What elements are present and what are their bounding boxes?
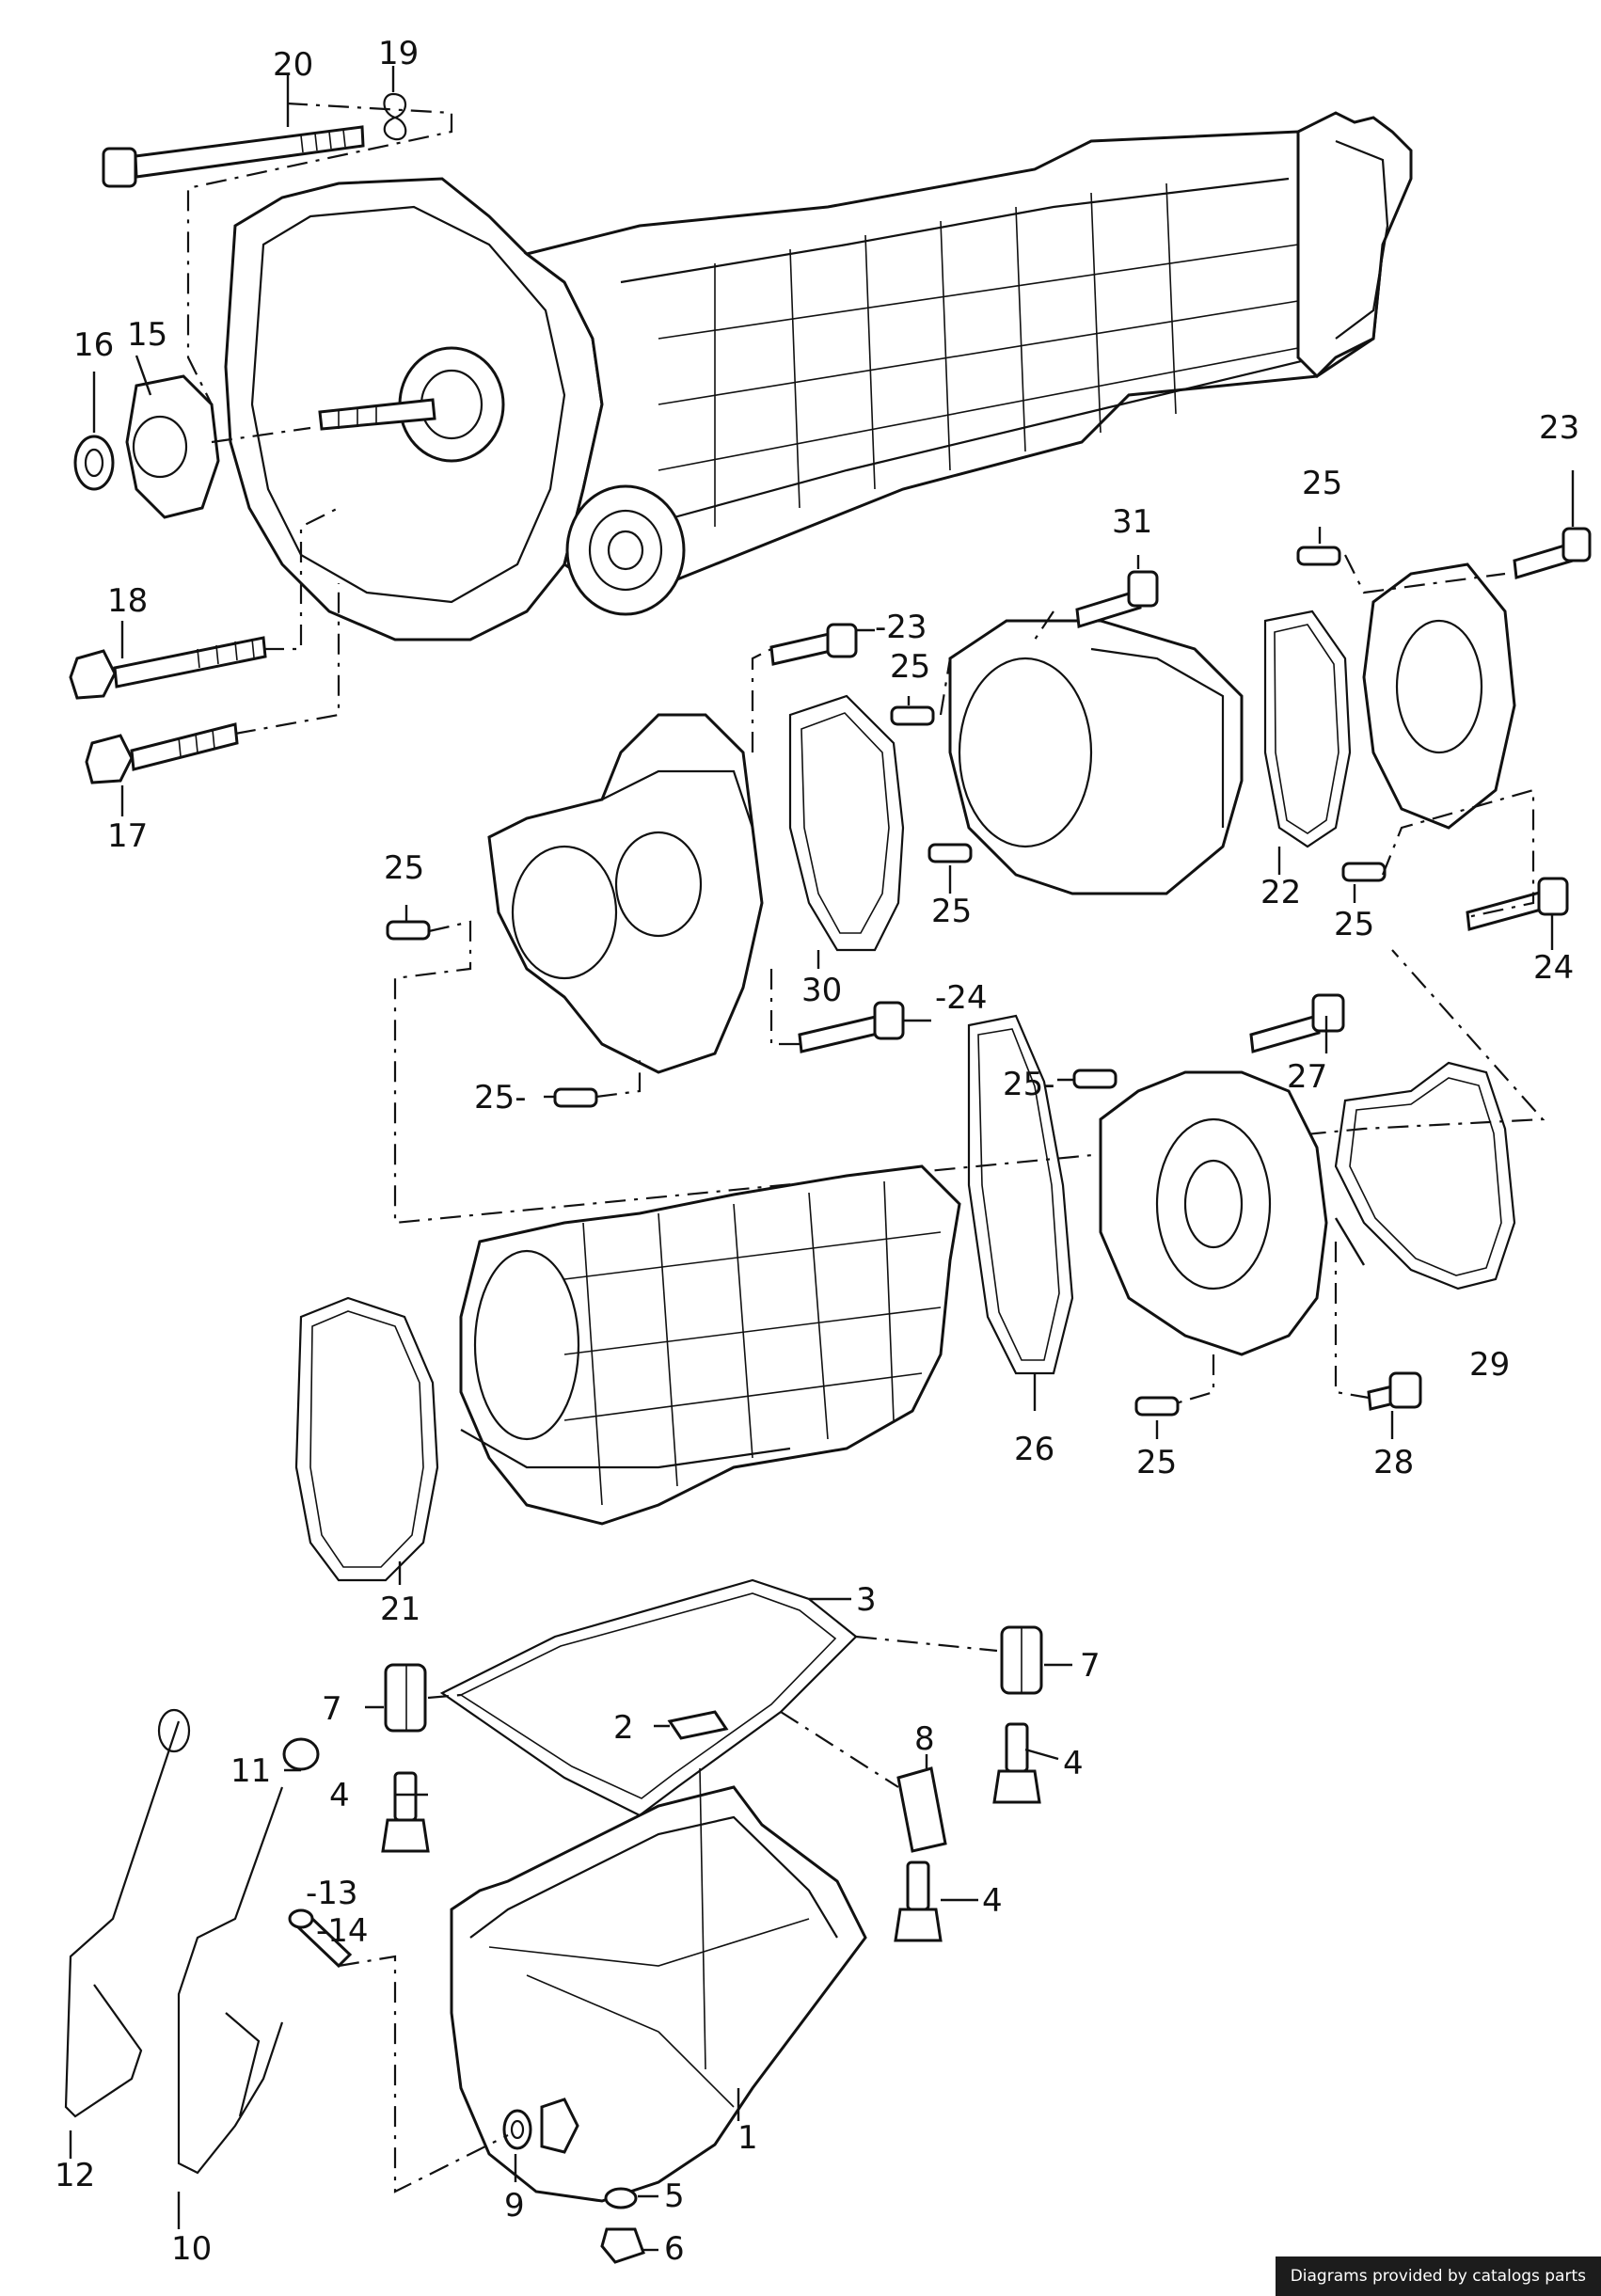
callout-22: 22 — [1260, 874, 1301, 911]
part-1-oil-pan — [450, 1767, 867, 2203]
part-main-gearbox-case — [459, 1164, 961, 1526]
part-center-housing — [487, 713, 764, 1074]
callout-25-transfer: 25- — [1003, 1066, 1055, 1103]
callout-25-lower-mid: 25 — [931, 893, 972, 930]
part-18-bolt — [69, 636, 267, 700]
callout-4-right: 4 — [1063, 1745, 1084, 1782]
callout-30: 30 — [801, 972, 842, 1009]
callout-8: 8 — [914, 1720, 935, 1758]
part-23-bolt-right — [1513, 527, 1592, 579]
part-3-pan-gasket — [439, 1578, 858, 1817]
callout-25-right: 25 — [1334, 906, 1374, 943]
callout-4-left: 4 — [329, 1777, 350, 1814]
part-4-bolts — [381, 1722, 1041, 1942]
part-31-bolt — [1075, 570, 1159, 628]
part-29-gasket — [1334, 1061, 1516, 1291]
callout-20: 20 — [273, 46, 313, 84]
callout-6: 6 — [664, 2230, 685, 2268]
callout-10: 10 — [171, 2230, 212, 2268]
part-7-clip-left — [384, 1663, 427, 1733]
callout-26: 26 — [1014, 1431, 1054, 1468]
callout-23-middle: -23 — [875, 609, 927, 646]
callout-11: 11 — [230, 1752, 271, 1790]
callout-2: 2 — [613, 1709, 634, 1747]
part-23-bolt-middle — [769, 623, 858, 666]
callout-19: 19 — [378, 35, 419, 72]
callout-3: 3 — [856, 1581, 877, 1619]
part-19-ring — [383, 92, 407, 141]
callout-27: 27 — [1287, 1058, 1327, 1096]
callout-25-middle: 25 — [890, 648, 930, 686]
part-rear-cover — [1362, 562, 1516, 830]
gearbox-assembly — [224, 111, 1413, 641]
part-20-bolt — [102, 125, 365, 188]
part-22-gasket — [1263, 610, 1352, 848]
callout-25-left: 25 — [384, 849, 424, 887]
callout-18: 18 — [107, 582, 148, 620]
part-7-clip-right — [1000, 1625, 1043, 1695]
callout-16: 16 — [73, 326, 114, 364]
part-12-dipstick — [64, 1708, 191, 2118]
credit-banner: Diagrams provided by catalogs parts — [1275, 2256, 1601, 2296]
callout-17: 17 — [107, 817, 148, 855]
callout-4-lower: 4 — [982, 1882, 1003, 1920]
callout-24-left: -24 — [935, 979, 988, 1017]
part-17-bolt — [85, 722, 239, 784]
part-30-gasket — [788, 694, 905, 952]
part-26-gasket — [967, 1014, 1074, 1375]
part-15-cover — [125, 374, 220, 519]
part-21-gasket — [294, 1296, 439, 1582]
callout-28: 28 — [1373, 1444, 1414, 1481]
callout-23-right: 23 — [1539, 409, 1579, 447]
callout-29: 29 — [1469, 1346, 1510, 1384]
callout-25-bottom: 25 — [1136, 1444, 1177, 1481]
callout-14: -14 — [316, 1912, 369, 1950]
callout-12: 12 — [55, 2157, 95, 2194]
callout-5: 5 — [664, 2177, 685, 2215]
callout-1: 1 — [737, 2119, 758, 2157]
callout-13: -13 — [306, 1875, 358, 1912]
part-9-seal — [502, 2098, 579, 2154]
callout-21: 21 — [380, 1591, 420, 1628]
part-27-bolt — [1249, 993, 1345, 1053]
part-28-bolt — [1367, 1371, 1422, 1411]
callout-7-right: 7 — [1080, 1647, 1101, 1685]
callout-7-left: 7 — [322, 1690, 342, 1728]
part-2-magnet — [667, 1710, 729, 1740]
part-24-bolt-left — [798, 1001, 905, 1053]
callout-31: 31 — [1112, 503, 1152, 541]
callout-15: 15 — [127, 316, 167, 354]
part-transfer-case — [1099, 1070, 1328, 1356]
part-10-filler-tube — [177, 1786, 284, 2175]
callout-25-lower-left: 25- — [474, 1079, 527, 1116]
callout-9: 9 — [504, 2187, 525, 2225]
callout-24-right: 24 — [1533, 949, 1574, 987]
part-16-seal — [73, 435, 115, 491]
part-8-bracket — [896, 1766, 947, 1853]
callout-25-top: 25 — [1302, 465, 1342, 502]
part-5-6-drain — [600, 2187, 645, 2264]
